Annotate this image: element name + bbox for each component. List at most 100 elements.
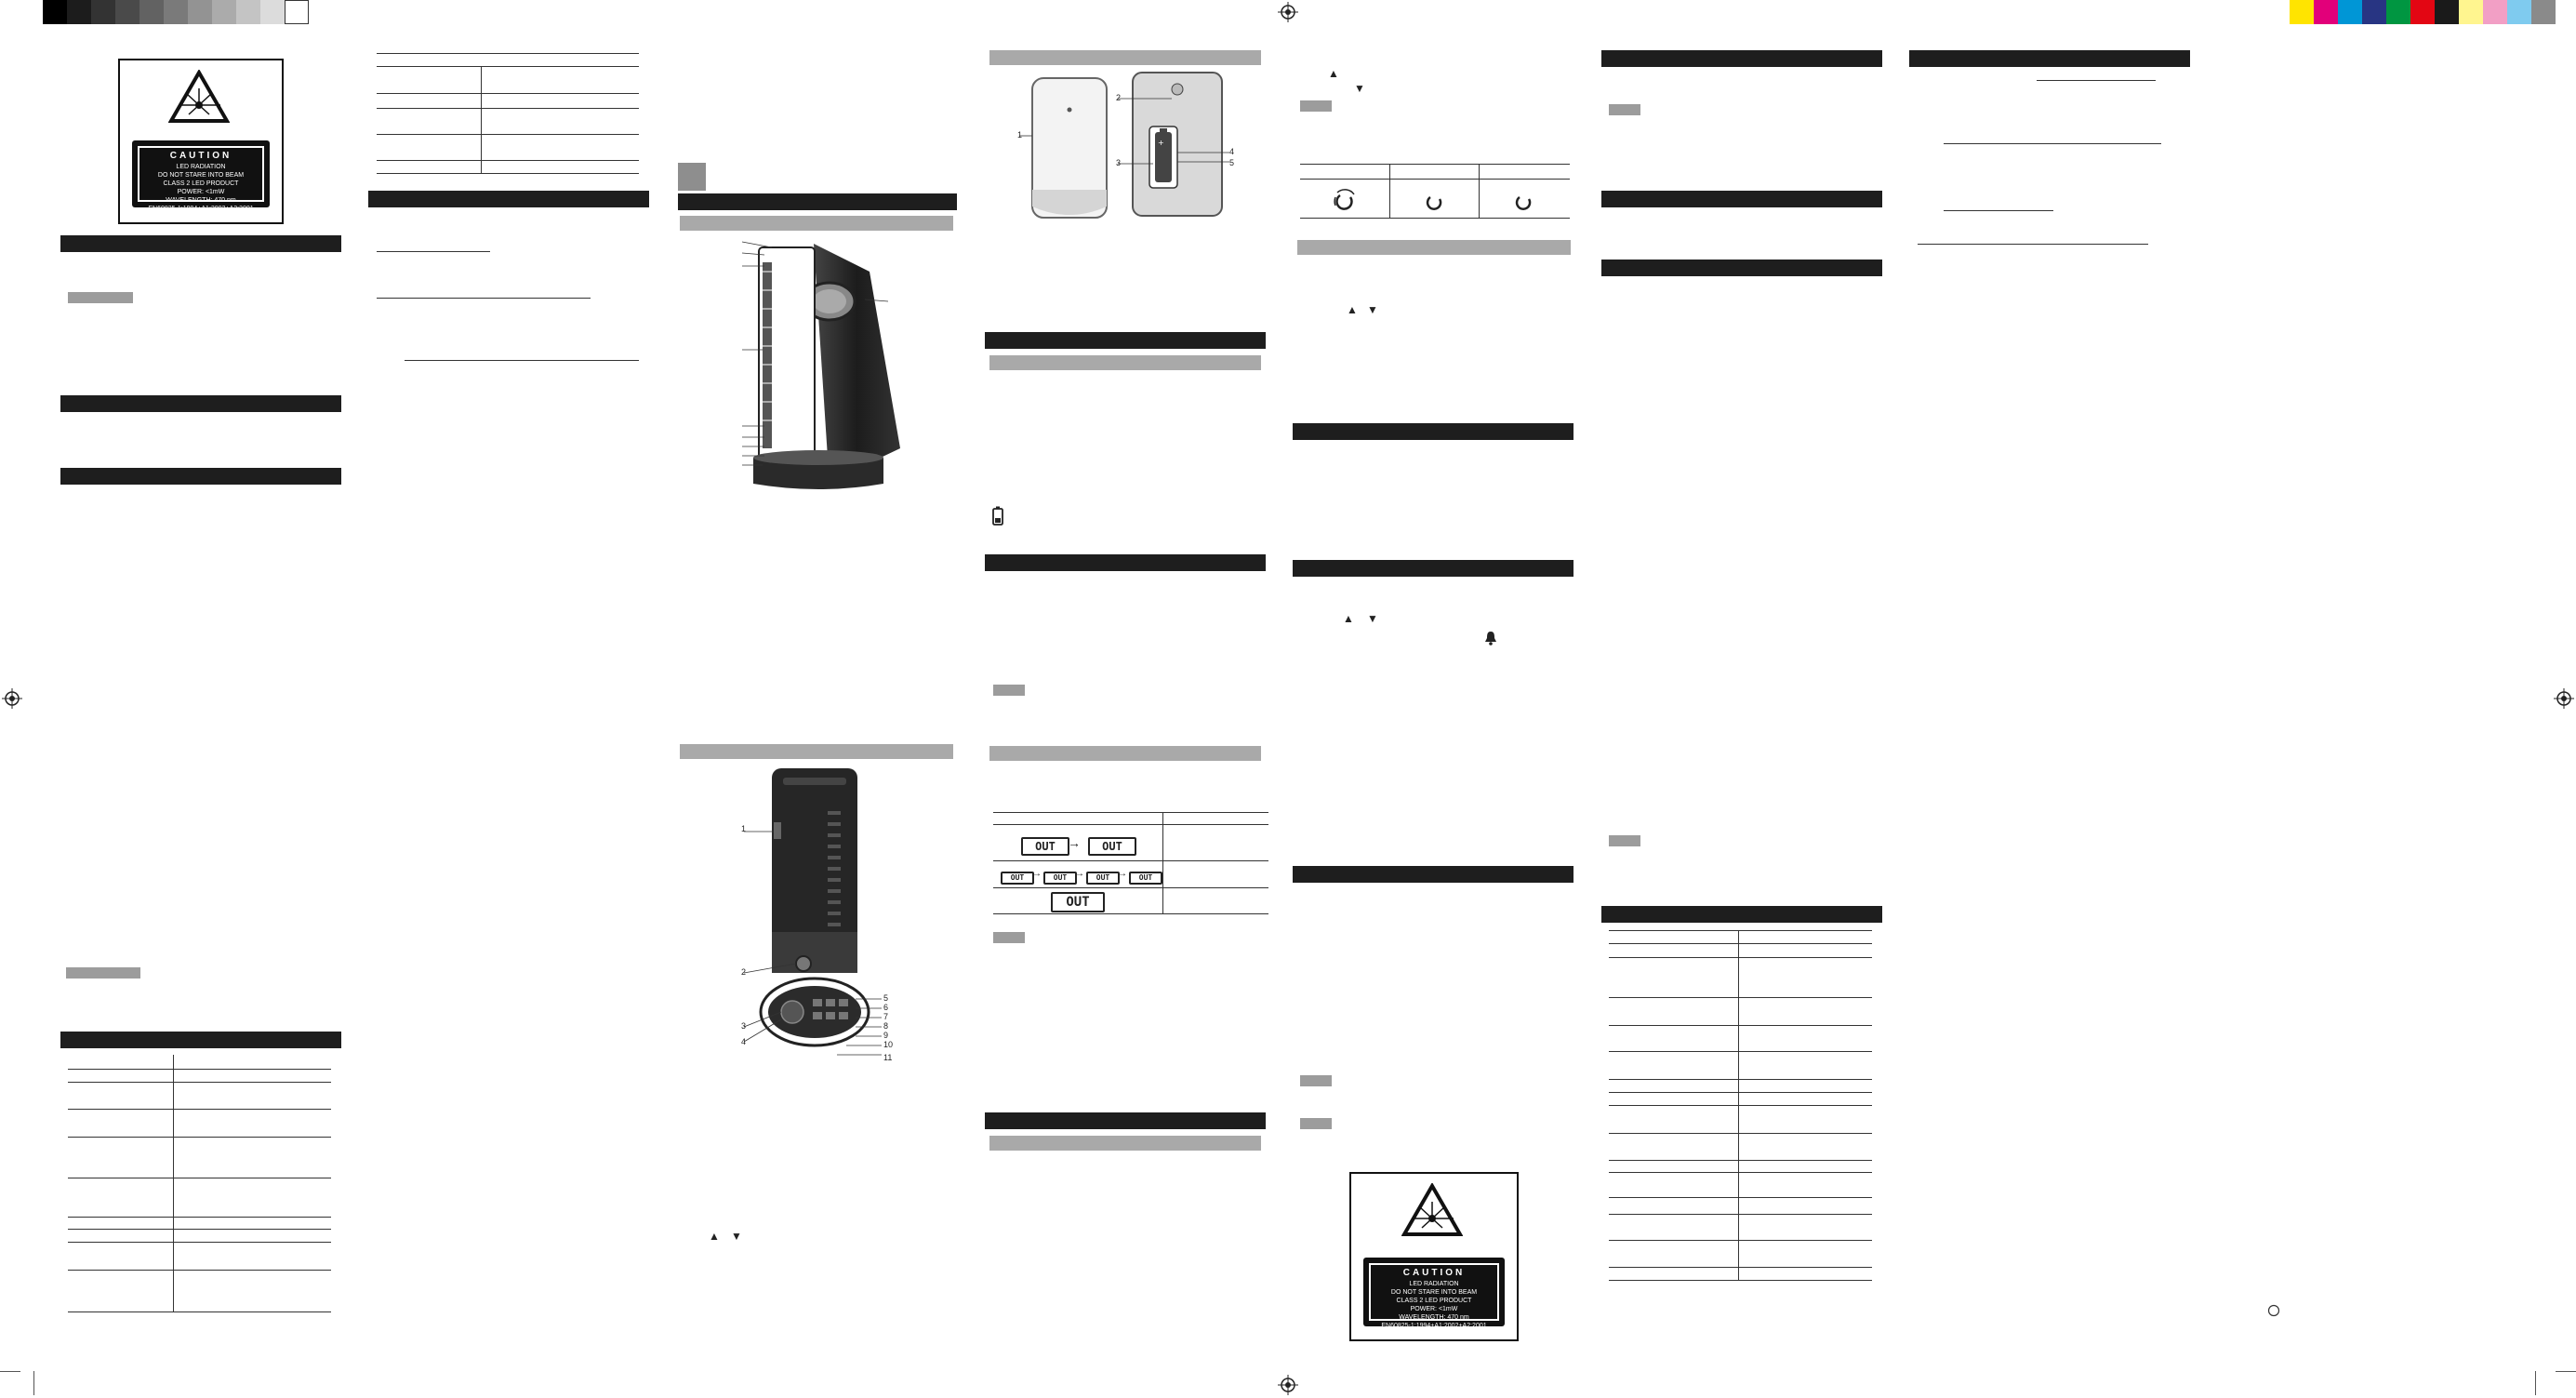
out-lcd-display: OUT — [1021, 837, 1069, 856]
part-label: 1 — [1017, 130, 1023, 140]
signature-line — [1944, 143, 2161, 144]
section-header-bar — [60, 468, 341, 485]
note-block — [993, 932, 1025, 943]
registration-mark-top — [1278, 2, 1298, 22]
caution-line: EN60825-1:1994+A1:2002+A2:2001 — [148, 206, 254, 212]
caution-title: CAUTION — [1402, 1268, 1466, 1278]
arrow-right-icon: → — [1032, 869, 1042, 879]
section-subheader — [989, 746, 1261, 761]
part-label: 3 — [1116, 158, 1122, 167]
caution-line: CLASS 2 LED PRODUCT — [1396, 1298, 1472, 1304]
section-header-bar — [1601, 906, 1882, 923]
out-lcd-display: OUT — [1086, 872, 1120, 885]
section-subheader — [680, 744, 953, 759]
laser-warning-label: CAUTION LED RADIATION DO NOT STARE INTO … — [1349, 1172, 1519, 1341]
signal-medium-icon — [1426, 195, 1442, 210]
up-arrow-icon: ▲ — [1328, 67, 1339, 80]
part-label: 4 — [741, 1037, 747, 1046]
arrow-right-icon: → — [1075, 869, 1084, 879]
note-block — [1609, 835, 1640, 846]
section-header-bar — [1601, 260, 1882, 276]
section-header-bar — [985, 332, 1266, 349]
caution-line: LED RADIATION — [176, 164, 226, 170]
section-header-bar — [1293, 866, 1573, 883]
part-label: 7 — [883, 1012, 889, 1021]
caution-line: WAVELENGTH: 470 nm — [1399, 1314, 1469, 1321]
registration-mark-left — [2, 688, 22, 709]
down-arrow-icon: ▼ — [1367, 612, 1378, 625]
signature-line — [405, 360, 639, 361]
bell-icon — [1485, 632, 1496, 646]
signature-line — [377, 251, 490, 252]
crop-mark — [2535, 1371, 2536, 1395]
language-tab — [678, 163, 706, 191]
section-subheader — [680, 216, 953, 231]
section-header-bar — [60, 1032, 341, 1048]
part-label: 9 — [883, 1031, 889, 1040]
registration-mark-bottom — [1278, 1375, 1298, 1395]
part-label: 5 — [883, 993, 889, 1003]
down-arrow-icon: ▼ — [1367, 303, 1378, 316]
caution-line: CLASS 2 LED PRODUCT — [163, 180, 239, 187]
note-block — [1609, 104, 1640, 115]
signature-line — [377, 298, 591, 299]
caution-title: CAUTION — [169, 151, 232, 161]
down-arrow-icon: ▼ — [731, 1230, 742, 1243]
laser-hazard-icon — [1401, 1183, 1463, 1236]
caution-line: POWER: <1mW — [177, 189, 225, 195]
note-block — [66, 967, 140, 979]
up-arrow-icon: ▲ — [709, 1230, 720, 1243]
section-header-bar — [985, 1112, 1266, 1129]
note-block — [993, 685, 1025, 696]
caution-line: WAVELENGTH: 470 nm — [166, 197, 236, 204]
registration-mark-right — [2554, 688, 2574, 709]
crop-mark — [2556, 1371, 2576, 1372]
section-header-bar — [1601, 191, 1882, 207]
arrow-right-icon: → — [1118, 869, 1127, 879]
signature-line — [1944, 210, 2053, 211]
page-circle-mark — [2267, 1304, 2280, 1317]
section-header-bar — [678, 193, 957, 210]
part-label: 8 — [883, 1021, 889, 1031]
note-block — [1300, 100, 1332, 112]
part-label: 5 — [1229, 158, 1235, 167]
out-lcd-display: OUT — [1001, 872, 1034, 885]
up-arrow-icon: ▲ — [1343, 612, 1354, 625]
crop-mark — [0, 1371, 20, 1372]
section-header-bar — [368, 191, 649, 207]
part-label: 1 — [741, 824, 747, 833]
arrow-right-icon: → — [1068, 835, 1081, 850]
part-label: 6 — [883, 1003, 889, 1012]
down-arrow-icon: ▼ — [1354, 82, 1365, 95]
crop-mark — [33, 1371, 34, 1395]
section-subheader — [989, 1136, 1261, 1151]
caution-line: LED RADIATION — [1409, 1281, 1459, 1287]
section-header-bar — [1293, 560, 1573, 577]
signature-line — [2037, 80, 2156, 81]
section-header-bar — [1601, 50, 1882, 67]
signal-weak-icon — [1515, 195, 1532, 210]
section-subheader — [1297, 240, 1571, 255]
out-lcd-display: OUT — [1051, 892, 1105, 912]
part-label: 2 — [1116, 93, 1122, 102]
caution-line: DO NOT STARE INTO BEAM — [157, 172, 245, 179]
caution-line: EN60825-1:1994+A1:2002+A2:2001 — [1381, 1323, 1487, 1329]
part-label: 4 — [1229, 147, 1235, 156]
note-block — [68, 292, 133, 303]
main-unit-illustration — [741, 241, 900, 489]
section-header-bar — [985, 554, 1266, 571]
out-lcd-display: OUT — [1043, 872, 1077, 885]
part-label: 2 — [741, 967, 747, 977]
section-header-bar — [1293, 423, 1573, 440]
section-header-bar — [60, 235, 341, 252]
laser-hazard-icon — [168, 70, 230, 123]
caution-line: DO NOT STARE INTO BEAM — [1390, 1289, 1478, 1296]
part-label: 10 — [883, 1040, 894, 1049]
up-arrow-icon: ▲ — [1347, 303, 1358, 316]
svg-text:+: + — [1158, 139, 1164, 147]
section-header-bar — [60, 395, 341, 412]
signal-strong-icon — [1334, 189, 1355, 210]
remote-sensor-illustration: + — [1019, 72, 1229, 219]
section-subheader — [989, 355, 1261, 370]
out-lcd-display: OUT — [1088, 837, 1136, 856]
